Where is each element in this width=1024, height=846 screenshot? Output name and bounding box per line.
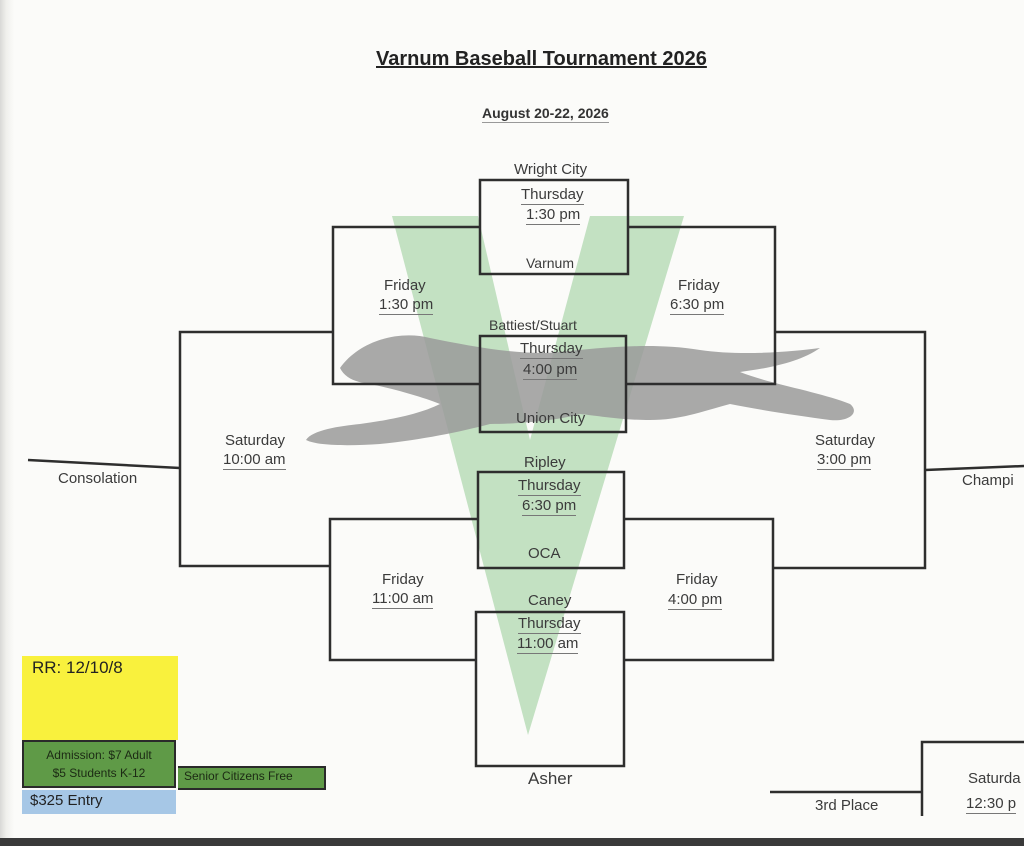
semifinal-right-bottom-time: 4:00 pm bbox=[668, 591, 723, 610]
semifinal-right-top-time: 6:30 pm bbox=[670, 296, 725, 315]
team-ripley: Ripley bbox=[524, 454, 566, 471]
round-robin-text: RR: 12/10/8 bbox=[32, 658, 123, 677]
entry-fee-box: $325 Entry bbox=[22, 790, 176, 814]
team-wright-city: Wright City bbox=[514, 161, 588, 178]
semifinal-left-bottom-day: Friday bbox=[382, 571, 424, 588]
admission-students: $5 Students K-12 bbox=[52, 766, 146, 780]
game4-time: 11:00 am bbox=[517, 635, 579, 654]
championship-time: 3:00 pm bbox=[817, 451, 872, 470]
consolation-day: Saturday bbox=[225, 432, 286, 449]
team-asher: Asher bbox=[528, 769, 573, 788]
admission-adult: Admission: $7 Adult bbox=[46, 748, 152, 762]
game2-time: 4:00 pm bbox=[523, 361, 578, 380]
page-title: Varnum Baseball Tournament 2026 bbox=[376, 48, 707, 70]
semifinal-left-bottom-time: 11:00 am bbox=[372, 590, 434, 609]
tournament-dates: August 20-22, 2026 bbox=[482, 105, 609, 123]
team-union-city: Union City bbox=[516, 410, 586, 427]
third-place-day: Saturda bbox=[968, 770, 1021, 787]
team-caney: Caney bbox=[528, 592, 572, 609]
semifinal-right-top-day: Friday bbox=[678, 277, 720, 294]
team-oca: OCA bbox=[528, 545, 561, 562]
semifinal-left-top-day: Friday bbox=[384, 277, 426, 294]
third-place-time: 12:30 p bbox=[966, 795, 1017, 814]
seniors-box: Senior Citizens Free bbox=[178, 766, 326, 790]
entry-fee-text: $325 Entry bbox=[30, 792, 103, 809]
seniors-text: Senior Citizens Free bbox=[184, 769, 293, 783]
admission-box: Admission: $7 Adult $5 Students K-12 bbox=[22, 740, 176, 788]
game2-day: Thursday bbox=[520, 340, 583, 359]
consolation-label: Consolation bbox=[58, 470, 138, 487]
semifinal-left-top-time: 1:30 pm bbox=[379, 296, 434, 315]
championship-day: Saturday bbox=[815, 432, 876, 449]
page-edge bbox=[0, 838, 1024, 846]
round-robin-box: RR: 12/10/8 bbox=[22, 656, 178, 740]
championship-label: Champi bbox=[962, 472, 1014, 489]
team-battiest-stuart: Battiest/Stuart bbox=[489, 317, 577, 333]
game1-day: Thursday bbox=[521, 186, 584, 205]
team-varnum: Varnum bbox=[526, 255, 574, 271]
third-place-label: 3rd Place bbox=[815, 797, 879, 814]
game4-day: Thursday bbox=[518, 615, 581, 634]
game3-time: 6:30 pm bbox=[522, 497, 577, 516]
consolation-time: 10:00 am bbox=[223, 451, 286, 470]
game3-day: Thursday bbox=[518, 477, 581, 496]
game1-time: 1:30 pm bbox=[526, 206, 581, 225]
semifinal-right-bottom-day: Friday bbox=[676, 571, 718, 588]
